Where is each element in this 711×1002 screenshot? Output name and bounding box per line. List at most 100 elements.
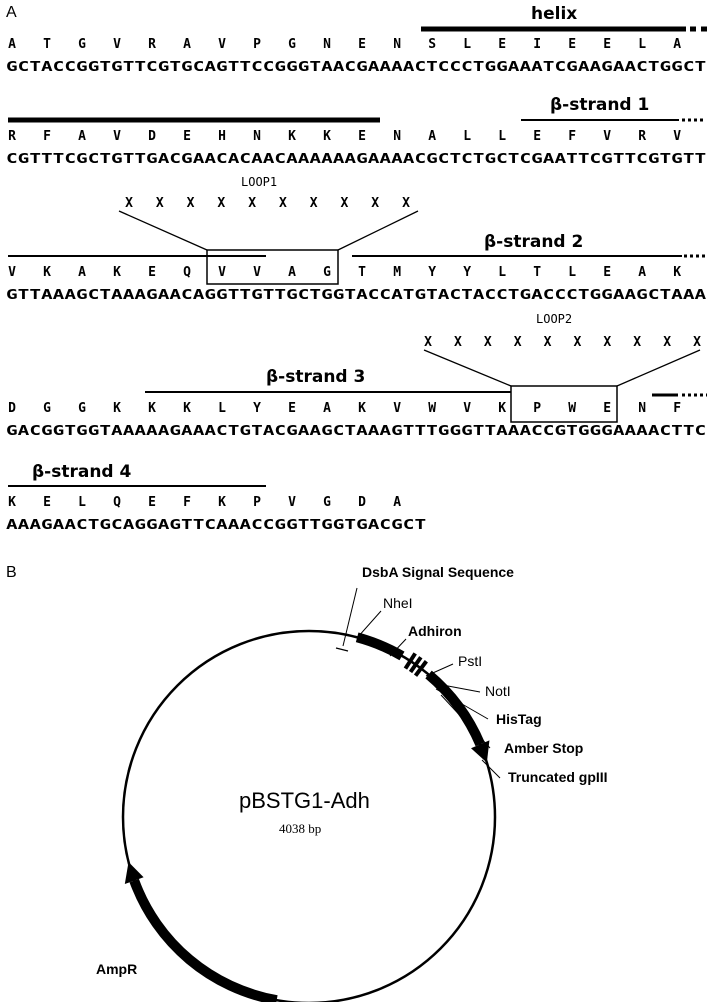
strand2-label: β-strand 2 [484, 232, 583, 252]
loop-residue: X [454, 335, 462, 350]
amino-acid: E [183, 129, 191, 144]
amino-acid: V [218, 37, 226, 52]
psti-site [403, 652, 417, 670]
amino-acid: R [638, 129, 646, 144]
amino-acid: K [288, 129, 296, 144]
loop-residue: X [663, 335, 671, 350]
strand1-label: β-strand 1 [550, 95, 649, 115]
loop2-left-connector [423, 349, 512, 387]
amino-acid: N [393, 37, 401, 52]
psti-label: PstI [458, 653, 482, 669]
amino-acid: K [673, 265, 681, 280]
dsba-label: DsbA Signal Sequence [362, 564, 514, 580]
amino-acid: P [253, 37, 261, 52]
amino-acid: K [8, 495, 16, 510]
nhei-label: NheI [383, 595, 413, 611]
amino-acid: K [113, 265, 121, 280]
amino-acid: H [218, 129, 226, 144]
amino-acid: L [78, 495, 86, 510]
loop-residue: X [693, 335, 701, 350]
loop-residue: X [187, 196, 195, 211]
plasmid-size: 4038 bp [279, 821, 321, 836]
loop-residue: X [544, 335, 552, 350]
amino-acid: A [288, 265, 296, 280]
plasmid-name: pBSTG1-Adh [239, 788, 370, 813]
amino-acid: K [358, 401, 366, 416]
amino-acid: A [8, 37, 16, 52]
dsba-tick [335, 647, 349, 652]
amino-acid: N [638, 401, 646, 416]
amino-acid: L [463, 129, 471, 144]
ampr-arrowhead [124, 861, 144, 885]
amino-acid: K [183, 401, 191, 416]
strand3-annotation: β-strand 3 [145, 367, 707, 397]
amino-acid: E [533, 129, 541, 144]
amino-acid: K [43, 265, 51, 280]
amino-acid: A [183, 37, 191, 52]
panel-a-letter: A [6, 4, 17, 21]
noti-site [408, 656, 423, 674]
amino-acid: V [393, 401, 401, 416]
amino-acid: Y [463, 265, 471, 280]
amino-acid: F [183, 495, 191, 510]
ampr-label: AmpR [96, 961, 137, 977]
loop-residue: X [574, 335, 582, 350]
loop-residue: X [484, 335, 492, 350]
amino-acid: A [673, 37, 681, 52]
histag-leader [435, 688, 489, 720]
amino-acid: E [603, 401, 611, 416]
amino-acid: L [498, 129, 506, 144]
amino-acid: L [463, 37, 471, 52]
amino-acid: L [218, 401, 226, 416]
loop-residue: X [633, 335, 641, 350]
amino-acid: A [393, 495, 401, 510]
loop-residue: X [248, 196, 256, 211]
loop-residue: X [217, 196, 225, 211]
nhei-leader [356, 610, 382, 639]
psti-leader [425, 663, 454, 677]
helix-annotation: helix [8, 4, 708, 123]
helix-label: helix [531, 4, 577, 24]
loop1-right-connector [337, 210, 419, 251]
amino-acid: T [43, 37, 51, 52]
amino-acid: E [603, 265, 611, 280]
amino-acid: K [148, 401, 156, 416]
amino-acid: N [323, 37, 331, 52]
noti-leader [431, 682, 481, 693]
strand2-annotation: β-strand 2 [8, 232, 707, 258]
amber-label: Amber Stop [504, 740, 583, 756]
loop-residue: X [310, 196, 318, 211]
dna-sequence: GACGGTGGTAAAAAGAAACTGTACGAAGCTAAAGTTTGGG… [6, 424, 706, 439]
panel-b-letter: B [6, 564, 17, 581]
strand4-label: β-strand 4 [32, 462, 132, 482]
amino-acid: E [43, 495, 51, 510]
amino-acid: W [428, 401, 436, 416]
amino-acid: Q [183, 265, 191, 280]
amino-acid: G [323, 265, 331, 280]
amino-acid: K [498, 401, 506, 416]
gpiii-leader [481, 759, 501, 779]
amino-acid: K [323, 129, 331, 144]
loop2-box [510, 385, 618, 423]
amino-acid: G [78, 401, 86, 416]
amino-acid: G [323, 495, 331, 510]
amino-acid: E [358, 37, 366, 52]
loop-residue: X [402, 196, 410, 211]
amino-acid: V [113, 37, 121, 52]
amino-acid: Y [428, 265, 436, 280]
histag-label: HisTag [496, 711, 542, 727]
amino-acid: A [78, 129, 86, 144]
dna-sequence: GTTAAAGCTAAAGAACAGGTTGTTGCTGGTACCATGTACT… [6, 288, 706, 303]
amino-acid: W [568, 401, 576, 416]
loop-residue: X [514, 335, 522, 350]
amino-acid: L [568, 265, 576, 280]
amino-acid: S [428, 37, 436, 52]
amino-acid: D [8, 401, 16, 416]
amino-acid: R [148, 37, 156, 52]
amino-acid: G [43, 401, 51, 416]
loop2-right-connector [616, 349, 701, 387]
